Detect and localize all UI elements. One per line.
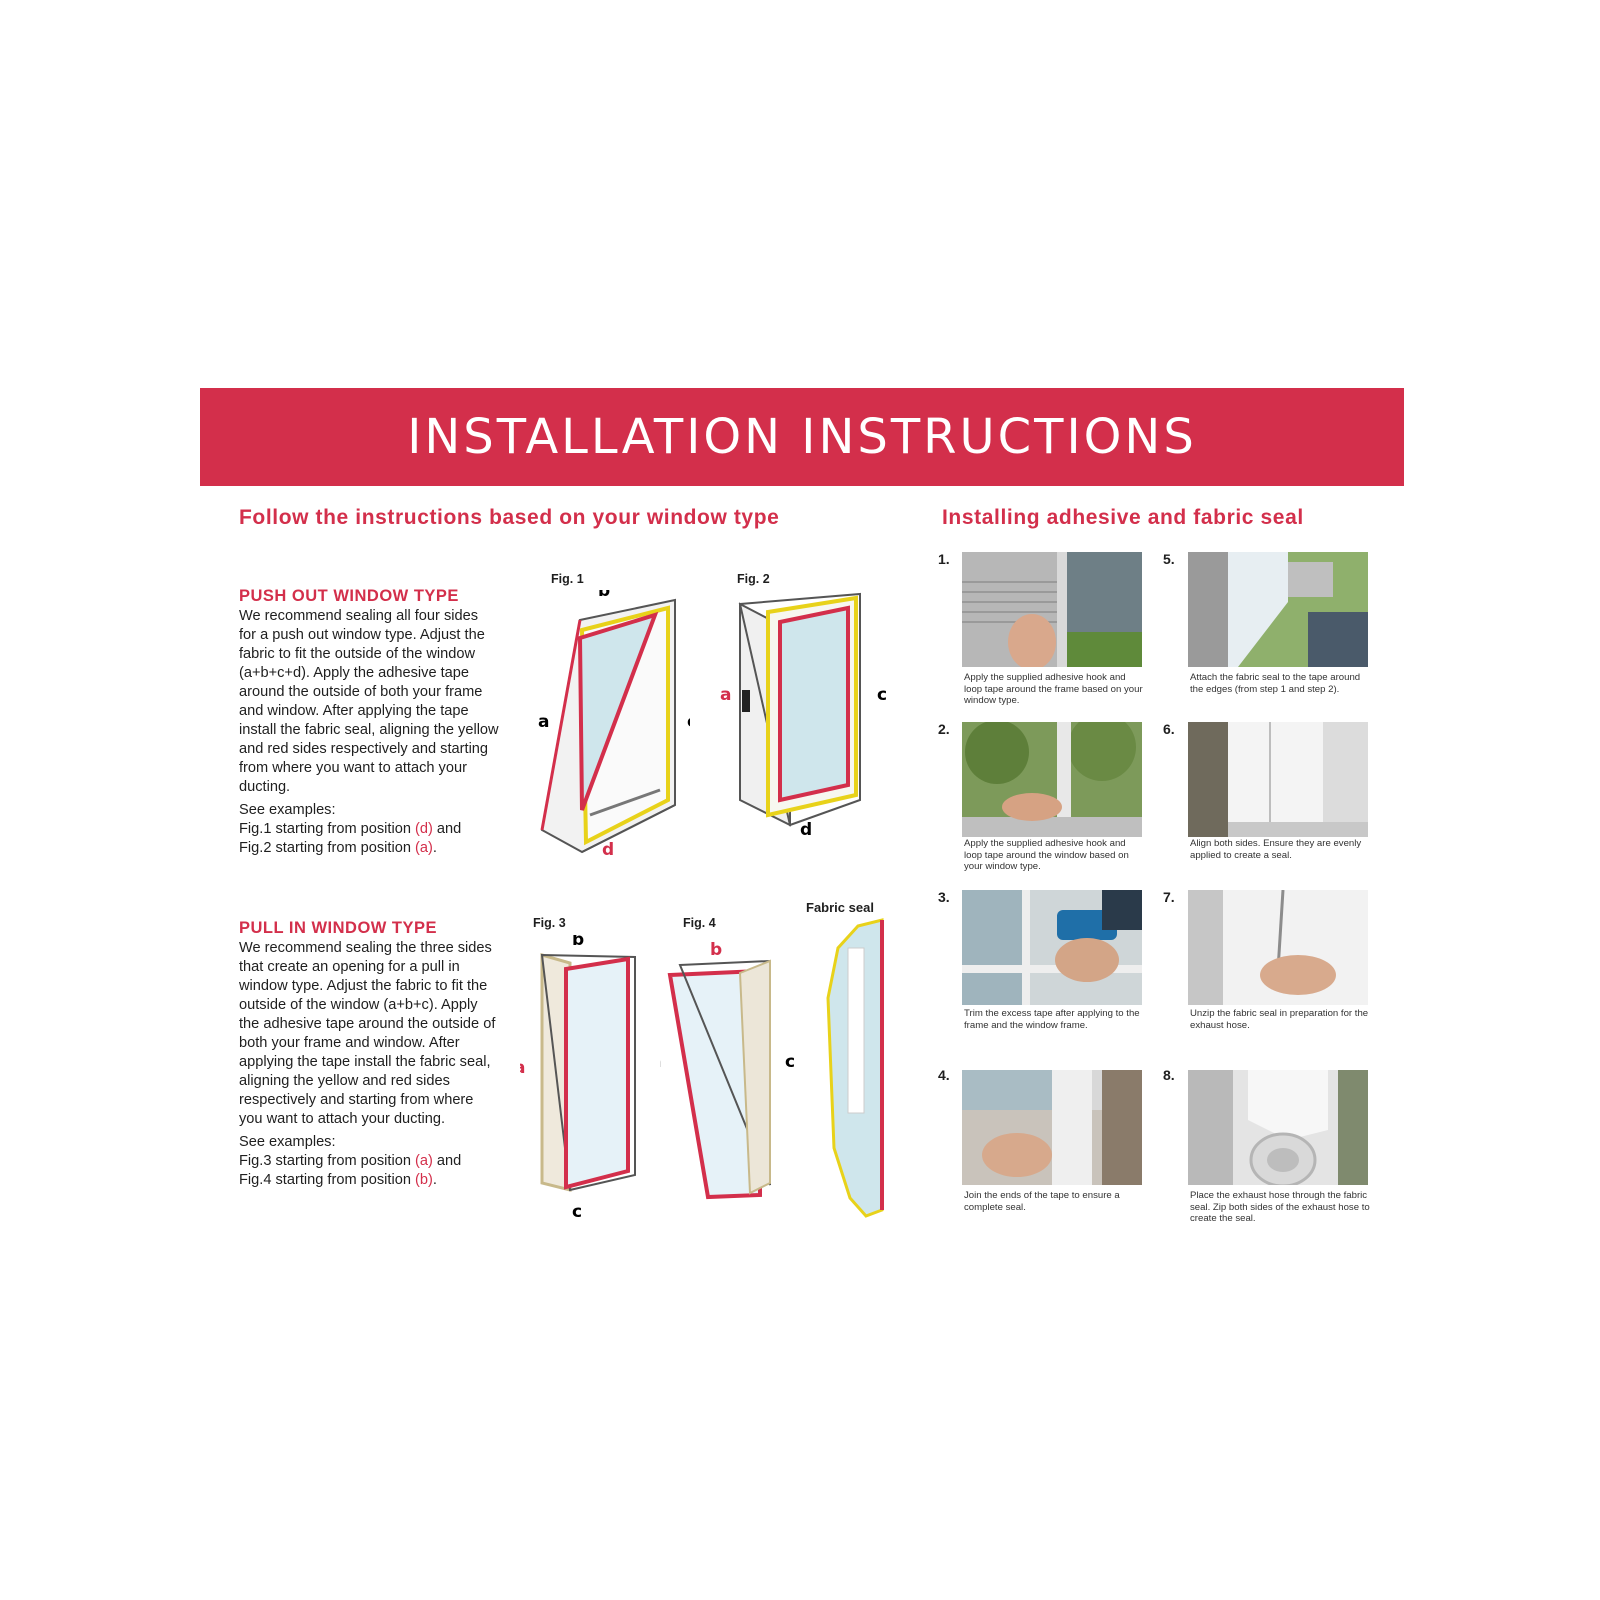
fabric-seal-label: Fabric seal bbox=[806, 900, 874, 915]
fig3-label: Fig. 3 bbox=[533, 916, 566, 930]
pull-in-example-2: Fig.4 starting from position (b). bbox=[239, 1172, 437, 1188]
step-4-caption: Join the ends of the tape to ensure a co… bbox=[964, 1190, 1120, 1213]
fig4-letter-c: c bbox=[785, 1052, 795, 1072]
pull-in-title: PULL IN WINDOW TYPE bbox=[239, 919, 438, 937]
fig1-letter-a: a bbox=[538, 712, 549, 732]
step-5-photo bbox=[1188, 552, 1368, 667]
step-1-number: 1. bbox=[938, 551, 950, 567]
step-7-photo bbox=[1188, 890, 1368, 1005]
fig2-diagram: b a c d bbox=[720, 590, 887, 840]
fig4-label: Fig. 4 bbox=[683, 916, 716, 930]
step-6-caption: Align both sides. Ensure they are evenly… bbox=[1190, 838, 1362, 861]
fig1-letter-c: c bbox=[687, 712, 690, 732]
step-2-number: 2. bbox=[938, 721, 950, 737]
push-out-example-2: Fig.2 starting from position (a). bbox=[239, 840, 437, 856]
step-2-photo bbox=[962, 722, 1142, 837]
push-out-example-1: Fig.1 starting from position (d) and bbox=[239, 821, 462, 837]
fabric-seal-diagram bbox=[826, 918, 884, 1218]
step-8-number: 8. bbox=[1163, 1067, 1175, 1083]
title-banner: INSTALLATION INSTRUCTIONS bbox=[200, 388, 1404, 486]
step-6-number: 6. bbox=[1163, 721, 1175, 737]
fig1-letter-d: d bbox=[602, 840, 614, 860]
step-4-photo bbox=[962, 1070, 1142, 1185]
step-5-caption: Attach the fabric seal to the tape aroun… bbox=[1190, 672, 1361, 695]
pull-in-body: We recommend sealing the three sides tha… bbox=[239, 940, 496, 1127]
pull-in-example-1: Fig.3 starting from position (a) and bbox=[239, 1153, 462, 1169]
step-2-caption: Apply the supplied adhesive hook and loo… bbox=[964, 838, 1129, 872]
push-out-block: PUSH OUT WINDOW TYPE We recommend sealin… bbox=[239, 587, 499, 858]
fig4-letter-a: a bbox=[660, 1052, 661, 1072]
step-1-photo bbox=[962, 552, 1142, 667]
fig3-letter-c: c bbox=[572, 1202, 582, 1222]
step-4-number: 4. bbox=[938, 1067, 950, 1083]
fig2-label: Fig. 2 bbox=[737, 572, 770, 586]
fig2-letter-d: d bbox=[800, 820, 812, 840]
fig1-letter-b: b bbox=[598, 590, 610, 601]
push-out-body: We recommend sealing all four sides for … bbox=[239, 608, 499, 795]
page-title: INSTALLATION INSTRUCTIONS bbox=[407, 409, 1197, 465]
push-out-title: PUSH OUT WINDOW TYPE bbox=[239, 587, 459, 605]
pull-in-see: See examples: bbox=[239, 1134, 336, 1150]
fig2-letter-b: b bbox=[790, 590, 802, 593]
fig3-letter-b: b bbox=[572, 935, 584, 950]
push-out-see: See examples: bbox=[239, 802, 336, 818]
right-section-heading: Installing adhesive and fabric seal bbox=[942, 506, 1304, 529]
fig1-label: Fig. 1 bbox=[551, 572, 584, 586]
step-8-caption: Place the exhaust hose through the fabri… bbox=[1190, 1190, 1370, 1224]
pull-in-block: PULL IN WINDOW TYPE We recommend sealing… bbox=[239, 919, 499, 1190]
step-6-photo bbox=[1188, 722, 1368, 837]
step-3-photo bbox=[962, 890, 1142, 1005]
fig4-diagram: b a c bbox=[660, 940, 795, 1200]
left-section-heading: Follow the instructions based on your wi… bbox=[239, 506, 780, 529]
step-7-caption: Unzip the fabric seal in preparation for… bbox=[1190, 1008, 1369, 1031]
fig3-letter-a: a bbox=[520, 1058, 525, 1078]
fig2-letter-c: c bbox=[877, 685, 887, 705]
step-7-number: 7. bbox=[1163, 889, 1175, 905]
fig1-diagram: b a c d bbox=[538, 590, 690, 860]
step-5-number: 5. bbox=[1163, 551, 1175, 567]
fig4-letter-b: b bbox=[710, 940, 722, 960]
step-8-photo bbox=[1188, 1070, 1368, 1185]
step-3-number: 3. bbox=[938, 889, 950, 905]
step-3-caption: Trim the excess tape after applying to t… bbox=[964, 1008, 1140, 1031]
fig3-diagram: b a c bbox=[520, 935, 636, 1222]
fig2-letter-a: a bbox=[720, 685, 731, 705]
step-1-caption: Apply the supplied adhesive hook and loo… bbox=[964, 672, 1143, 706]
